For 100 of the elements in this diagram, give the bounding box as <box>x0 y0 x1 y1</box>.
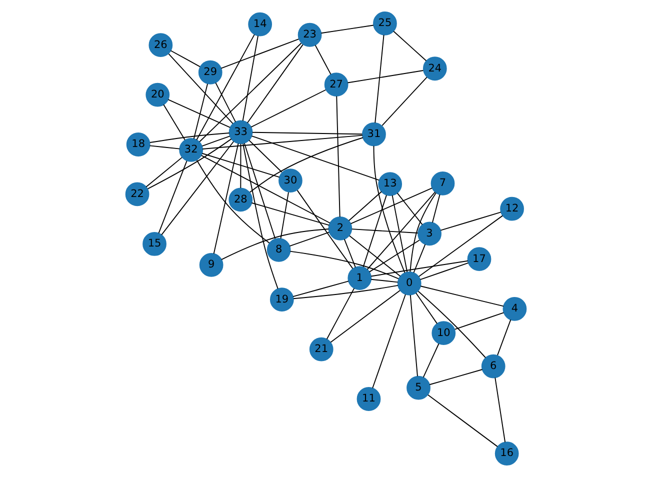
connector <box>370 260 468 277</box>
node-circle: 32 <box>178 138 203 162</box>
connector <box>201 136 230 146</box>
connector <box>368 240 420 272</box>
connector <box>220 228 329 260</box>
node-circle: 29 <box>198 60 222 84</box>
node-circle: 30 <box>278 168 302 193</box>
node-circle: 3 <box>417 222 441 246</box>
connector <box>314 44 331 75</box>
connector <box>440 212 501 231</box>
connector <box>494 377 506 443</box>
connector <box>243 142 276 240</box>
node-circle: 9 <box>198 252 223 277</box>
connector <box>246 44 303 124</box>
node-circle: 33 <box>228 120 252 144</box>
connector <box>250 136 380 181</box>
connector <box>370 278 398 283</box>
connector <box>374 34 384 124</box>
connector <box>392 30 426 62</box>
connector <box>248 140 282 173</box>
connector <box>362 194 386 268</box>
connector <box>149 132 230 144</box>
connector <box>412 244 426 274</box>
connector <box>496 319 511 356</box>
node-circle: 16 <box>494 442 518 466</box>
node-circle: 20 <box>145 82 170 107</box>
node-circle: 6 <box>480 354 505 378</box>
connector <box>409 192 436 272</box>
connector <box>415 292 438 324</box>
connector <box>196 160 270 244</box>
connector <box>242 35 258 122</box>
connector <box>250 89 326 128</box>
node-circle: 14 <box>248 12 272 36</box>
connector <box>192 83 208 140</box>
node-circle: 22 <box>124 182 149 206</box>
connector <box>417 290 486 358</box>
connector <box>381 76 427 126</box>
connector <box>167 99 230 128</box>
connector <box>201 152 280 178</box>
connector <box>168 53 233 124</box>
node-circle: 11 <box>356 387 380 411</box>
connector <box>296 190 353 270</box>
connector <box>280 192 288 239</box>
connector <box>292 284 398 300</box>
node-circle: 12 <box>500 196 524 221</box>
connector <box>336 96 340 218</box>
connector <box>330 290 400 343</box>
connector <box>346 70 424 84</box>
node-circle: 28 <box>228 188 252 212</box>
connector <box>214 82 236 122</box>
node-circle: 13 <box>378 172 402 196</box>
connector <box>288 232 330 247</box>
node-circle: 19 <box>269 288 294 312</box>
connector <box>289 250 398 280</box>
connector <box>348 191 382 222</box>
connector <box>326 288 354 340</box>
node-circle: 5 <box>406 376 430 400</box>
connector <box>158 160 187 234</box>
connector <box>220 38 299 69</box>
connector <box>350 188 432 224</box>
node-circle: 31 <box>362 122 386 146</box>
connector <box>409 294 418 377</box>
connector <box>348 235 400 277</box>
node-circle: 18 <box>126 132 150 156</box>
connector <box>422 343 439 378</box>
connector <box>242 143 278 290</box>
node-circle: 10 <box>431 321 456 346</box>
connector <box>145 156 182 188</box>
node-circle: 7 <box>430 171 454 196</box>
connector <box>372 145 405 274</box>
connector <box>396 192 422 226</box>
node-circle: 2 <box>328 216 352 240</box>
connector <box>170 50 200 68</box>
node-circle: 26 <box>148 33 172 58</box>
node-circle: 27 <box>324 72 348 97</box>
connector <box>366 192 436 270</box>
node-circle: 15 <box>142 232 166 256</box>
connector <box>212 143 238 254</box>
node-circle: 21 <box>308 337 333 362</box>
connector <box>292 280 348 298</box>
node-circle: 17 <box>466 247 491 272</box>
connector <box>419 262 468 280</box>
connector <box>428 369 482 386</box>
connector <box>240 143 241 188</box>
node-circle: 24 <box>422 56 446 81</box>
node-circle: 4 <box>502 296 526 321</box>
connector <box>148 145 180 150</box>
connector <box>200 154 330 224</box>
node-circle: 23 <box>297 22 322 47</box>
connector <box>432 194 440 224</box>
connector <box>250 202 330 226</box>
connector <box>454 312 504 330</box>
connector <box>160 141 234 236</box>
connector <box>391 194 408 272</box>
connector <box>320 24 374 34</box>
connector <box>343 238 356 268</box>
connector <box>420 286 504 307</box>
connector <box>372 294 406 389</box>
connector <box>202 134 362 150</box>
node-circle: 1 <box>347 266 372 290</box>
